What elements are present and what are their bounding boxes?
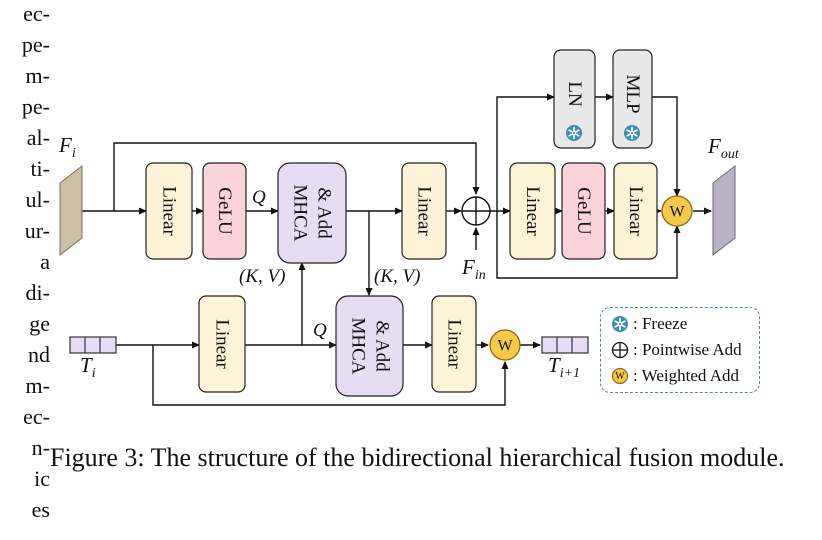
left-column-text: ec- pe- m- pe- al- ti- ul- ur- a di- ge … <box>0 0 56 540</box>
gelu-block-2 <box>561 162 606 260</box>
mhca-top-block <box>277 162 347 264</box>
svg-text:W: W <box>615 371 625 382</box>
f-i-label: Fi <box>58 133 76 161</box>
ln-block <box>553 49 596 149</box>
mlp-block <box>612 49 653 149</box>
weighted-add-icon <box>489 329 521 361</box>
linear-label-1: Linear <box>159 186 180 236</box>
pointwise-add-icon <box>461 196 491 226</box>
snowflake-icon <box>623 124 641 142</box>
ln-label: LN <box>564 81 585 107</box>
linear-bottom-block-1 <box>198 295 246 393</box>
connections <box>82 93 712 406</box>
legend-weighted: W : Weighted Add <box>611 366 739 386</box>
legend-freeze: : Freeze <box>611 314 687 334</box>
text-fragment: m- <box>25 63 50 88</box>
text-fragment: ge <box>29 311 50 336</box>
weighted-add-icon: W <box>611 367 629 385</box>
mhca-bottom-label-line1: MHCA <box>348 317 369 374</box>
f-out-label: Fout <box>707 134 740 162</box>
mhca-bottom-block <box>335 295 404 397</box>
output-feature-map <box>712 164 736 257</box>
text-fragment: pe- <box>21 94 50 119</box>
linear-block-2 <box>401 162 447 260</box>
legend: : Freeze : Pointwise Add W : Weighted Ad… <box>600 307 760 393</box>
linear-block-3 <box>509 162 556 260</box>
text-fragment: es <box>31 497 50 522</box>
gelu-block-1 <box>202 162 247 260</box>
linear-label-3: Linear <box>522 186 543 236</box>
linear-block-1 <box>145 162 193 260</box>
input-feature-map <box>59 164 83 257</box>
linear-label-2: Linear <box>414 186 435 236</box>
t-i-label: Ti <box>80 353 96 381</box>
output-token-strip <box>541 336 589 354</box>
text-fragment: ul- <box>25 187 50 212</box>
snowflake-icon <box>565 124 583 142</box>
mlp-label: MLP <box>622 74 643 113</box>
q-top-label: Q <box>252 187 266 208</box>
gelu-label-2: GeLU <box>573 187 594 235</box>
kv-left-label: (K, V) <box>239 266 285 287</box>
weighted-add-symbol: W <box>669 204 685 221</box>
gelu-label-1: GeLU <box>214 187 235 235</box>
pointwise-add-icon <box>611 341 629 359</box>
input-token-strip <box>69 336 117 354</box>
legend-pointwise-label: : Pointwise Add <box>633 340 742 359</box>
figure-caption: Figure 3: The structure of the bidirecti… <box>50 443 785 472</box>
q-bottom-label: Q <box>313 320 327 341</box>
text-fragment: pe- <box>21 32 50 57</box>
linear-block-4 <box>613 162 658 260</box>
snowflake-icon <box>611 315 629 333</box>
weighted-add-symbol: W <box>497 338 513 355</box>
text-fragment: ti- <box>30 156 50 181</box>
text-fragment: nd <box>28 342 50 367</box>
text-fragment: al- <box>26 125 50 150</box>
mhca-top-label-line1: MHCA <box>290 184 311 241</box>
legend-freeze-label: : Freeze <box>633 314 688 333</box>
text-fragment: a <box>40 249 50 274</box>
legend-weighted-label: : Weighted Add <box>633 366 739 385</box>
text-fragment: m- <box>25 373 50 398</box>
text-fragment: ur- <box>24 218 50 243</box>
linear-bottom-label-1: Linear <box>212 319 233 369</box>
text-fragment: di- <box>25 280 50 305</box>
text-fragment: ic <box>34 466 50 491</box>
legend-pointwise: : Pointwise Add <box>611 340 742 360</box>
t-next-label: Ti+1 <box>548 353 580 381</box>
mhca-bottom-label-line2: & Add <box>372 320 393 372</box>
f-in-label: Fin <box>461 255 486 283</box>
linear-label-4: Linear <box>625 186 646 236</box>
kv-right-label: (K, V) <box>374 266 420 287</box>
text-fragment: ec- <box>23 404 50 429</box>
weighted-add-icon <box>661 195 693 227</box>
mhca-top-label-line2: & Add <box>314 187 335 239</box>
text-fragment: n- <box>31 435 50 460</box>
linear-bottom-block-2 <box>431 295 477 393</box>
text-fragment: ec- <box>23 1 50 26</box>
linear-bottom-label-2: Linear <box>444 319 465 369</box>
